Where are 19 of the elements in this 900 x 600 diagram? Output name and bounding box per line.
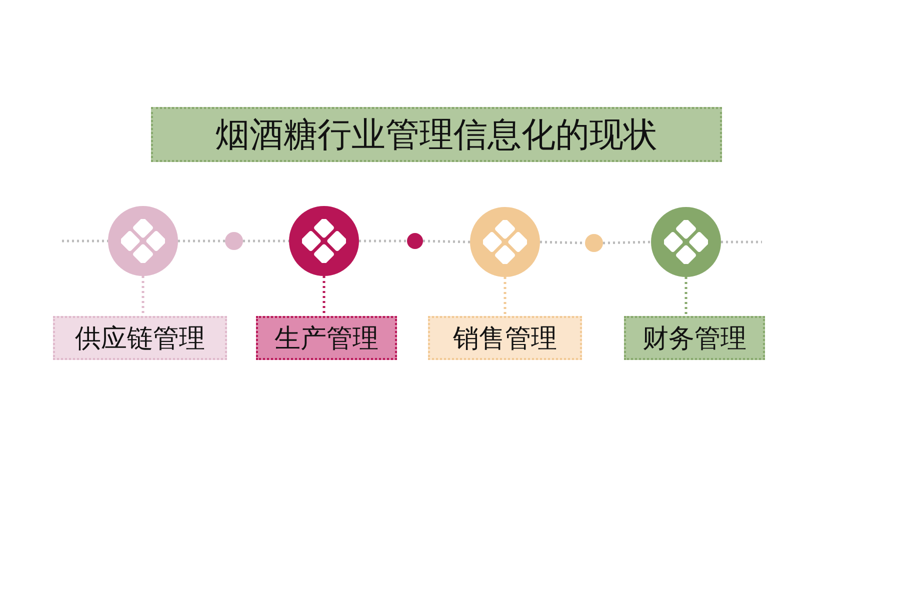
- label-box: 财务管理: [624, 316, 765, 360]
- title-banner: 烟酒糖行业管理信息化的现状: [151, 107, 722, 162]
- dotted-connector: [721, 240, 762, 244]
- dot: [585, 234, 603, 252]
- dotted-connector: [602, 240, 652, 244]
- dotted-connector: [422, 240, 470, 244]
- dotted-connector: [62, 240, 108, 242]
- dot: [225, 232, 243, 250]
- label-box: 销售管理: [428, 316, 582, 360]
- label-box: 供应链管理: [53, 316, 227, 360]
- dotted-connector: [142, 276, 144, 316]
- label-box: 生产管理: [256, 316, 397, 360]
- dotted-connector: [684, 277, 688, 316]
- dotted-connector: [322, 276, 326, 316]
- dotted-connector: [504, 277, 506, 316]
- dotted-connector: [243, 240, 289, 242]
- dotted-connector: [178, 240, 225, 242]
- dot: [407, 233, 423, 249]
- dotted-connector: [359, 240, 407, 242]
